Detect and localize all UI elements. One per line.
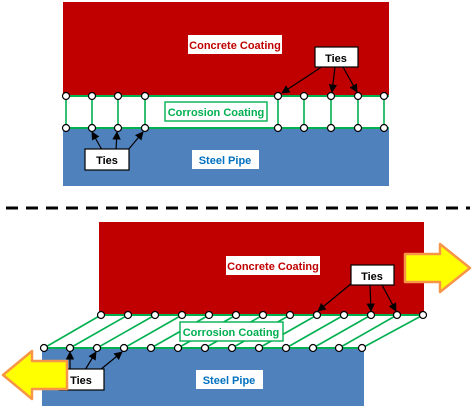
bottom-ties-label-left: Ties	[70, 375, 92, 387]
bottom-ties-callout-right	[350, 264, 395, 286]
bottom-ties-label-right: Ties	[361, 271, 383, 283]
bottom-ties-arrows-right	[317, 282, 397, 312]
top-ties-callout-left	[84, 148, 130, 171]
top-concrete-label-box	[188, 35, 282, 54]
top-tie-nodes	[61, 91, 389, 133]
top-panel: Concrete Coating Corrosion Coating Steel…	[61, 2, 389, 186]
top-corrosion-label-box	[164, 101, 268, 122]
arrow-left-icon	[1, 349, 69, 401]
top-ties-arrows-right	[281, 65, 358, 94]
bottom-corrosion-label: Corrosion Coating	[183, 327, 280, 339]
bottom-panel: Concrete Coating Corrosion Coating Steel…	[1, 222, 472, 406]
bottom-concrete-label-box	[226, 256, 320, 275]
top-ties-arrows-left	[91, 131, 144, 151]
bottom-pipe-label: Steel Pipe	[203, 375, 256, 387]
top-ties-label-right: Ties	[325, 53, 347, 65]
bottom-pipe-label-box	[196, 370, 263, 389]
top-ties-label-left: Ties	[96, 155, 118, 167]
top-corrosion-label: Corrosion Coating	[168, 107, 265, 119]
arrow-right-icon	[403, 242, 472, 294]
top-pipe-label-box	[192, 150, 259, 169]
top-ties-callout-right	[314, 46, 359, 68]
bottom-corrosion-label-box	[179, 321, 284, 342]
top-concrete-label: Concrete Coating	[189, 40, 281, 52]
bottom-ties-arrows-left	[65, 351, 123, 371]
top-pipe-label: Steel Pipe	[199, 155, 252, 167]
top-tie-lines	[65, 96, 385, 128]
bottom-tie-nodes	[39, 310, 428, 353]
bottom-concrete-label: Concrete Coating	[227, 261, 319, 273]
